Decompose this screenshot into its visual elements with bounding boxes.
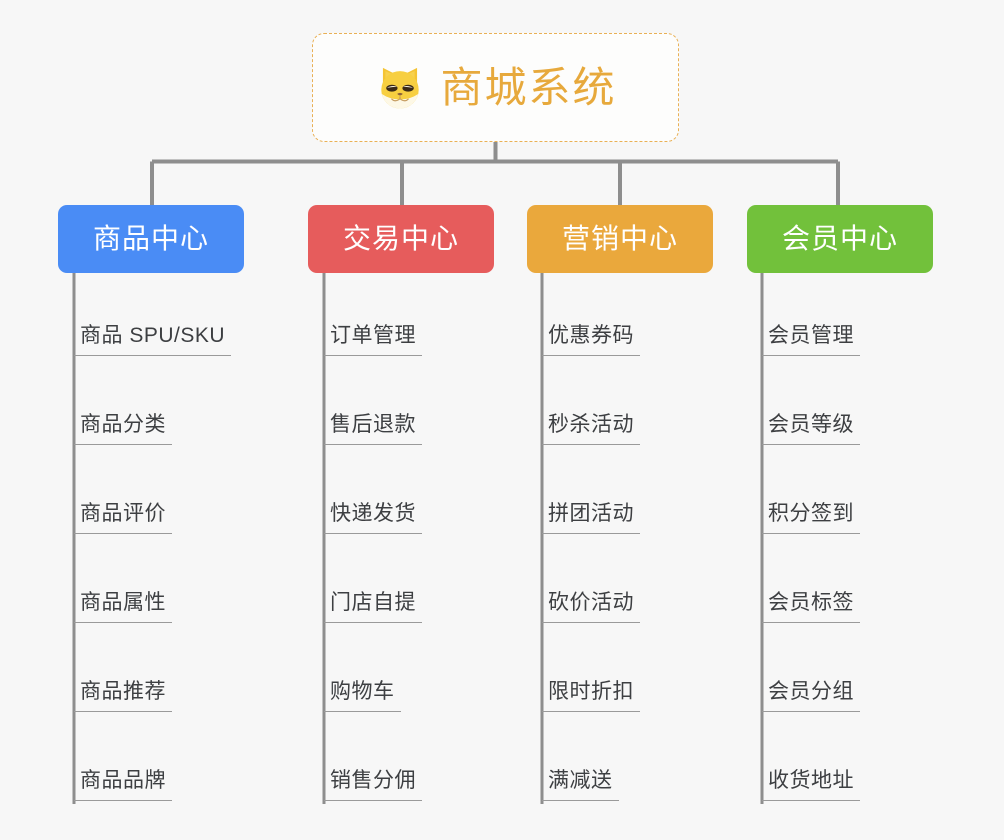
leaf-label: 会员等级 [762, 412, 860, 445]
leaf-item[interactable]: 会员管理 [762, 312, 860, 356]
leaf-label: 收货地址 [762, 768, 860, 801]
category-label: 会员中心 [781, 223, 898, 254]
leaf-item[interactable]: 会员分组 [762, 668, 860, 712]
leaf-item[interactable]: 商品品牌 [74, 757, 172, 801]
leaf-label: 优惠券码 [542, 323, 640, 356]
leaf-label: 售后退款 [324, 412, 422, 445]
leaf-label: 商品分类 [74, 412, 172, 445]
leaf-item[interactable]: 积分签到 [762, 490, 860, 534]
leaf-item[interactable]: 会员标签 [762, 579, 860, 623]
leaf-label: 商品推荐 [74, 679, 172, 712]
leaf-item[interactable]: 售后退款 [324, 401, 422, 445]
leaf-label: 满减送 [542, 768, 619, 801]
leaf-item[interactable]: 购物车 [324, 668, 401, 712]
category-label: 营销中心 [561, 223, 678, 254]
category-box-member-center[interactable]: 会员中心 [747, 205, 933, 273]
leaf-item[interactable]: 订单管理 [324, 312, 422, 356]
leaf-item[interactable]: 商品推荐 [74, 668, 172, 712]
leaf-item[interactable]: 商品分类 [74, 401, 172, 445]
leaf-label: 商品品牌 [74, 768, 172, 801]
leaf-label: 会员管理 [762, 323, 860, 356]
leaf-item[interactable]: 销售分佣 [324, 757, 422, 801]
leaf-item[interactable]: 商品评价 [74, 490, 172, 534]
leaf-label: 砍价活动 [542, 590, 640, 623]
leaf-label: 门店自提 [324, 590, 422, 623]
leaf-label: 商品评价 [74, 501, 172, 534]
leaf-label: 商品 SPU/SKU [74, 323, 232, 356]
root-title: 商城系统 [440, 63, 617, 111]
category-label: 商品中心 [92, 223, 209, 254]
leaf-item[interactable]: 商品属性 [74, 579, 172, 623]
leaf-label: 快递发货 [324, 501, 422, 534]
leaf-item[interactable]: 秒杀活动 [542, 401, 640, 445]
leaf-label: 拼团活动 [542, 501, 640, 534]
leaf-item[interactable]: 商品 SPU/SKU [74, 312, 232, 356]
leaf-label: 秒杀活动 [542, 412, 640, 445]
category-box-trade-center[interactable]: 交易中心 [308, 205, 494, 273]
root-node[interactable]: 商城系统 [312, 33, 679, 142]
leaf-item[interactable]: 会员等级 [762, 401, 860, 445]
leaf-item[interactable]: 砍价活动 [542, 579, 640, 623]
leaf-label: 购物车 [324, 679, 401, 712]
leaf-label: 会员标签 [762, 590, 860, 623]
leaf-item[interactable]: 满减送 [542, 757, 619, 801]
leaf-item[interactable]: 收货地址 [762, 757, 860, 801]
leaf-label: 限时折扣 [542, 679, 640, 712]
leaf-item[interactable]: 门店自提 [324, 579, 422, 623]
category-box-marketing-center[interactable]: 营销中心 [527, 205, 713, 273]
leaf-label: 商品属性 [74, 590, 172, 623]
category-box-product-center[interactable]: 商品中心 [58, 205, 244, 273]
category-label: 交易中心 [342, 223, 459, 254]
leaf-item[interactable]: 快递发货 [324, 490, 422, 534]
leaf-label: 销售分佣 [324, 768, 422, 801]
leaf-item[interactable]: 限时折扣 [542, 668, 640, 712]
leaf-label: 会员分组 [762, 679, 860, 712]
leaf-item[interactable]: 优惠券码 [542, 312, 640, 356]
leaf-label: 订单管理 [324, 323, 422, 356]
leaf-label: 积分签到 [762, 501, 860, 534]
leaf-item[interactable]: 拼团活动 [542, 490, 640, 534]
shiba-dog-face-icon [381, 67, 420, 108]
